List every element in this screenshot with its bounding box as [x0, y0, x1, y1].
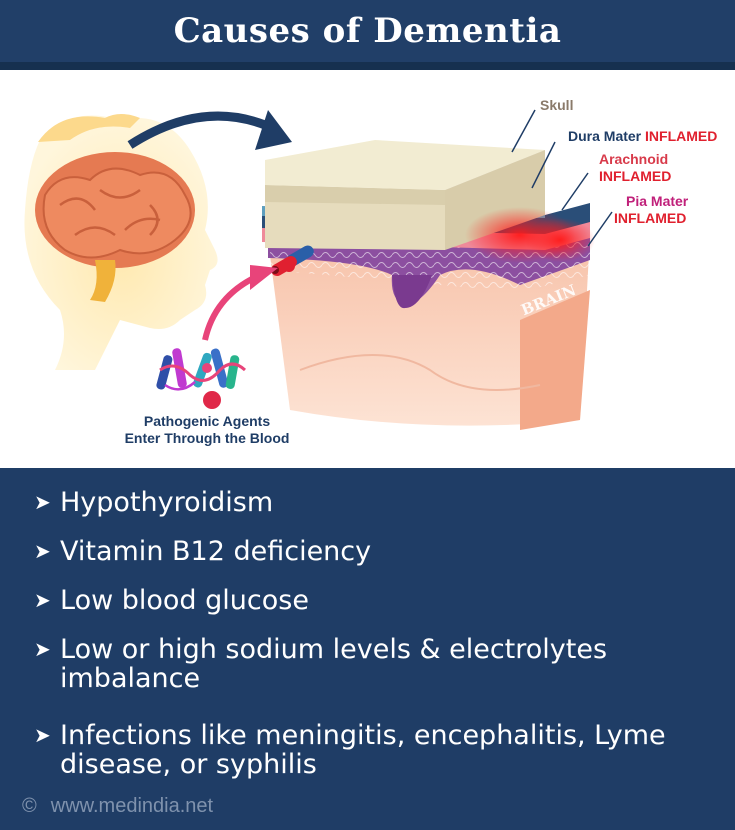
pathogen-arrow-head: [250, 265, 278, 290]
bullet-arrow-icon: ➤: [34, 490, 51, 514]
causes-list: ➤ Hypothyroidism ➤ Vitamin B12 deficienc…: [0, 470, 735, 830]
dura-mater-name: Dura Mater: [568, 128, 642, 144]
footer-site: www.medindia.net: [50, 795, 214, 817]
label-pia-mater: Pia Mater INFLAMED: [614, 193, 688, 227]
zoom-arrow: [127, 111, 267, 149]
footer: © www.medindia.net: [22, 795, 213, 818]
list-item: ➤ Low blood glucose: [34, 586, 720, 615]
pathogen-icon: [156, 348, 247, 409]
list-item-text: Hypothyroidism: [60, 487, 274, 518]
label-dura-mater: Dura Mater INFLAMED: [568, 128, 717, 145]
dura-mater-status: INFLAMED: [645, 128, 718, 144]
label-pathogenic-agents: Pathogenic Agents Enter Through the Bloo…: [102, 413, 312, 447]
list-item: ➤ Infections like meningitis, encephalit…: [34, 721, 680, 779]
list-item: ➤ Low or high sodium levels & electrolyt…: [34, 635, 680, 693]
pathogen-line-2: Enter Through the Blood: [124, 430, 290, 446]
list-item-text: Low or high sodium levels & electrolytes…: [60, 634, 608, 694]
pia-mater-status: INFLAMED: [614, 210, 687, 226]
page-title: Causes of Dementia: [173, 11, 562, 51]
list-item-text: Infections like meningitis, encephalitis…: [60, 720, 666, 780]
zoom-arrow-head: [255, 110, 292, 150]
arachnoid-status: INFLAMED: [599, 168, 672, 184]
title-divider: [0, 62, 735, 70]
list-item-text: Vitamin B12 deficiency: [60, 536, 372, 567]
meninges-illustration: Skull Dura Mater INFLAMED Arachnoid INFL…: [0, 70, 735, 468]
list-item: ➤ Hypothyroidism: [34, 488, 720, 517]
label-skull: Skull: [540, 97, 574, 113]
meninges-block: [262, 140, 595, 430]
meninges-diagram-svg: [24, 109, 613, 430]
list-item-text: Low blood glucose: [60, 585, 309, 616]
bullet-arrow-icon: ➤: [34, 723, 51, 747]
bullet-arrow-icon: ➤: [34, 539, 51, 563]
pathogen-line-1: Pathogenic Agents: [143, 413, 271, 429]
pia-mater-name: Pia Mater: [626, 193, 689, 209]
bullet-arrow-icon: ➤: [34, 637, 51, 661]
title-bar: Causes of Dementia: [0, 0, 735, 62]
list-item: ➤ Vitamin B12 deficiency: [34, 537, 720, 566]
brain-icon: [35, 152, 195, 302]
label-arachnoid: Arachnoid INFLAMED: [599, 151, 671, 185]
bullet-arrow-icon: ➤: [34, 588, 51, 612]
arachnoid-name: Arachnoid: [599, 151, 669, 167]
copyright-icon: ©: [22, 795, 37, 817]
